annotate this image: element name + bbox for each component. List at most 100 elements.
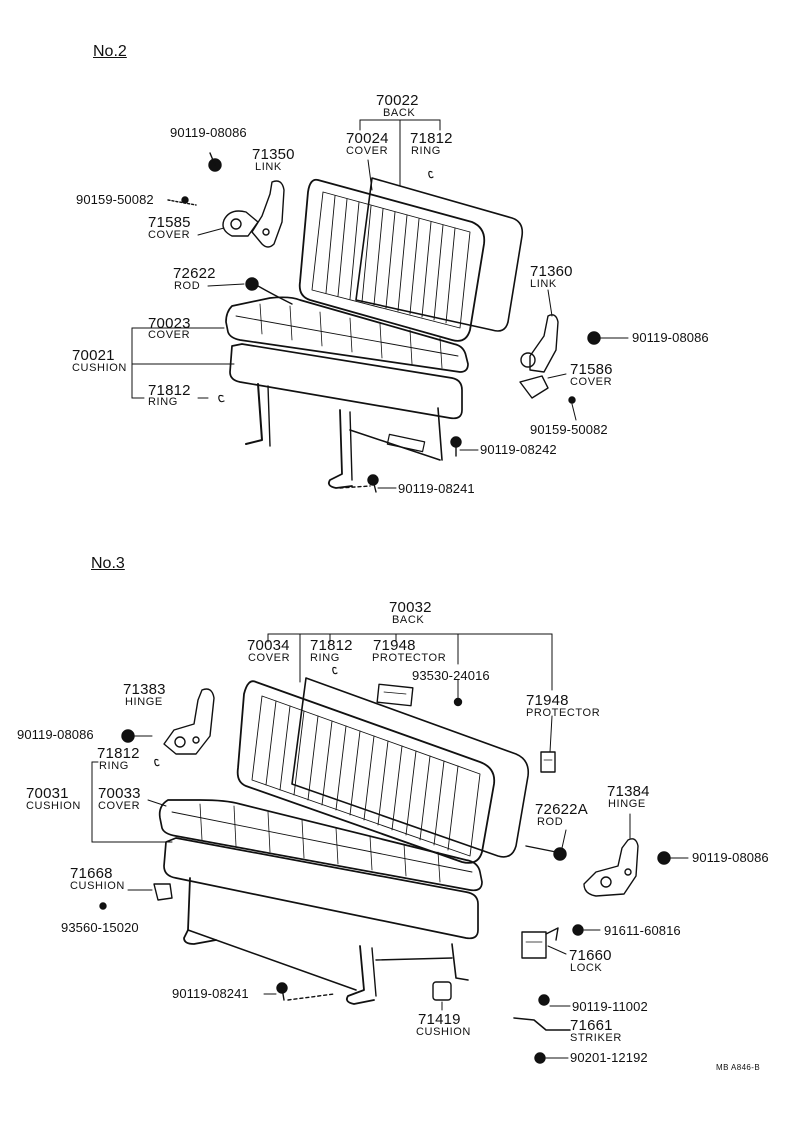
no3-hinge-right-name: HINGE [608, 798, 646, 810]
no2-link-right-name: LINK [530, 278, 557, 290]
no3-hinge-left-name: HINGE [125, 696, 163, 708]
no3-bolt-hinge-right-icon [657, 851, 671, 865]
no2-cushion-cover-name: COVER [148, 329, 191, 341]
no3-protector-right-number: 71948 [526, 692, 569, 709]
no3-cushion-name: CUSHION [26, 800, 81, 812]
no2-ring-icons [218, 170, 434, 403]
no2-screw-left-icon [167, 196, 197, 206]
no3-bolt-lock-icon [572, 924, 584, 936]
no2-bolt-right-icon [587, 331, 601, 345]
no3-screw-protector-icon [453, 697, 463, 707]
no3-back-number: 70032 [389, 599, 432, 616]
no2-cover-left-number: 71585 [148, 214, 191, 231]
no3-striker-name: STRIKER [570, 1032, 622, 1044]
no3-back-ring-name: RING [310, 652, 340, 664]
no3-hinge-right [583, 838, 639, 897]
no3-hinge-right-number: 71384 [607, 783, 650, 800]
no2-link-left-name: LINK [255, 161, 282, 173]
no2-back-name: BACK [383, 107, 416, 119]
no3-back-name: BACK [392, 614, 425, 626]
no3-screw-small-cushion-part-number: 93560-15020 [61, 920, 139, 935]
no3-striker-icons [513, 994, 571, 1064]
no2-cover-right-name: COVER [570, 376, 613, 388]
no3-small-cushion-left-icon [153, 883, 173, 901]
no3-protector-right-name: PROTECTOR [526, 707, 601, 719]
no2-bolt-leg-front-part-number: 90119-08241 [398, 481, 475, 496]
no3-bolt-lock-part-number: 91611-60816 [604, 923, 681, 938]
no3-small-cushion-bottom-number: 71419 [418, 1011, 461, 1028]
footer-drawing-code: MB A846-B [716, 1063, 761, 1072]
no3-nut-striker-part-number: 90201-12192 [570, 1050, 648, 1065]
no3-screw-protector-part-number: 93530-24016 [412, 668, 490, 683]
no3-back-ring-number: 71812 [310, 637, 353, 654]
no3-seat-back [236, 677, 530, 864]
no3-small-cushion-bottom-icon [432, 981, 452, 1001]
no3-lock-name: LOCK [570, 962, 603, 974]
no2-link-right-number: 71360 [530, 263, 573, 280]
no2-cushion-number: 70021 [72, 347, 115, 364]
no3-bolt-hinge-left-icon [121, 729, 135, 743]
no2-rod-number: 72622 [173, 265, 216, 282]
no2-back-ring-name: RING [411, 145, 441, 157]
no3-lock-number: 71660 [569, 947, 612, 964]
no3-protector-mid-name: PROTECTOR [372, 652, 447, 664]
no3-bolt-hinge-right-part-number: 90119-08086 [692, 850, 769, 865]
no2-seat-back [298, 177, 524, 342]
no3-bolt-striker-part-number: 90119-11002 [572, 999, 648, 1014]
no3-cushion-cover-name: COVER [98, 800, 141, 812]
no2-link-left [222, 180, 285, 248]
no3-back-cover-number: 70034 [247, 637, 290, 654]
no2-link-left-number: 71350 [252, 146, 295, 163]
no2-bolt-right-part-number: 90119-08086 [632, 330, 709, 345]
no3-rod-number: 72622A [535, 801, 588, 818]
no2-seat-cushion [225, 296, 469, 489]
no3-rod-icon [525, 845, 567, 861]
no2-leader-lines [131, 119, 629, 489]
no3-section-title: No.3 [91, 555, 125, 572]
no2-cushion-cover-number: 70023 [148, 315, 191, 332]
no2-cushion-name: CUSHION [72, 362, 127, 374]
no3-protector-mid-icon [376, 683, 414, 707]
no3-cushion-number: 70031 [26, 785, 69, 802]
no2-back-cover-name: COVER [346, 145, 389, 157]
no3-cushion-ring-number: 71812 [97, 745, 140, 762]
no2-back-number: 70022 [376, 92, 419, 109]
no3-striker-number: 71661 [570, 1017, 613, 1034]
no3-small-cushion-left-name: CUSHION [70, 880, 125, 892]
no3-hinge-left-number: 71383 [123, 681, 166, 698]
no3-screw-small-cushion-icon [99, 902, 107, 910]
no3-bolt-hinge-left-part-number: 90119-08086 [17, 727, 94, 742]
no3-small-cushion-bottom-name: CUSHION [416, 1026, 471, 1038]
no3-seat-cushion [158, 799, 483, 1005]
no2-link-right [519, 314, 559, 399]
no2-rod-icon [245, 277, 293, 305]
no2-screw-right-icon [568, 396, 576, 404]
no2-bolt-leg-icons [339, 436, 462, 493]
no3-bolt-leg-icon [276, 982, 335, 1001]
no2-screw-left-part-number: 90159-50082 [76, 192, 154, 207]
no3-bolt-leg-part-number: 90119-08241 [172, 986, 249, 1001]
no2-cover-left-name: COVER [148, 229, 191, 241]
no2-screw-right-part-number: 90159-50082 [530, 422, 608, 437]
no3-lock-icon [521, 927, 559, 959]
no3-ring-icons [154, 666, 338, 767]
no2-rod-name: ROD [174, 280, 201, 292]
no3-rod-name: ROD [537, 816, 564, 828]
no3-back-cover-name: COVER [248, 652, 291, 664]
no3-leader-lines [91, 633, 689, 1059]
no2-cushion-ring-name: RING [148, 396, 178, 408]
no2-cover-right-number: 71586 [570, 361, 613, 378]
no2-bolt-top-part-number: 90119-08086 [170, 125, 247, 140]
no3-hinge-left [163, 688, 215, 755]
no3-protector-right-icon [540, 751, 556, 773]
no2-section-title: No.2 [93, 43, 127, 60]
no2-bolt-top-icon [208, 152, 222, 172]
no2-bolt-leg-right-part-number: 90119-08242 [480, 442, 557, 457]
no3-cushion-cover-number: 70033 [98, 785, 141, 802]
no3-cushion-ring-name: RING [99, 760, 129, 772]
no2-back-cover-number: 70024 [346, 130, 389, 147]
no3-protector-mid-number: 71948 [373, 637, 416, 654]
no2-cushion-ring-number: 71812 [148, 382, 191, 399]
